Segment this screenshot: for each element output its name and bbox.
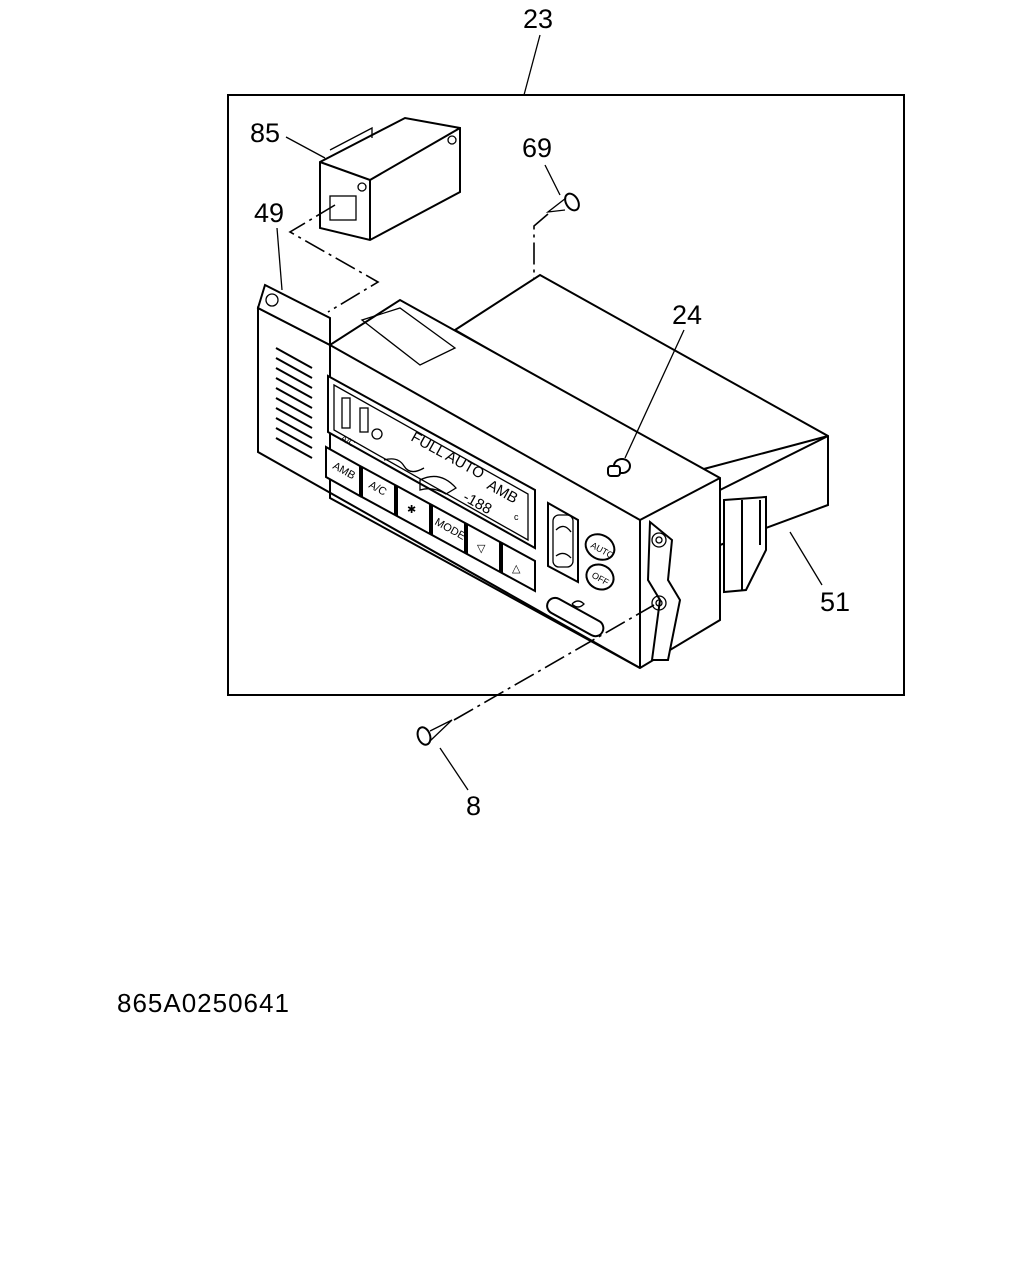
- drawing-number: 865A0250641: [117, 988, 290, 1018]
- vent-grille: [275, 347, 313, 459]
- callout-23: 23: [523, 4, 553, 34]
- screw-8-axis: [453, 604, 655, 721]
- defrost-icon: [571, 600, 585, 608]
- airflow-icon: [383, 458, 425, 473]
- callout-69: 69: [522, 133, 552, 163]
- svg-text:▽: ▽: [477, 543, 486, 555]
- callout-85: 85: [250, 118, 280, 148]
- harness-leader: [276, 227, 283, 291]
- assembly-frame: [227, 94, 905, 696]
- recirculation-switch[interactable]: [547, 501, 579, 584]
- screw-69-axis: [533, 213, 549, 290]
- temp-down-button[interactable]: ▽: [466, 522, 501, 574]
- mounting-bracket: [646, 519, 682, 661]
- recirc-icon: [555, 525, 572, 533]
- harness-wire: [288, 204, 380, 313]
- indicator-bulb: [607, 458, 631, 477]
- ac-button[interactable]: A/C: [361, 465, 396, 517]
- fan-icon: [371, 428, 383, 440]
- screw-8-leader: [439, 747, 469, 791]
- button-row: AMB A/C ✱ MODE ▽ △: [325, 445, 536, 593]
- amb-button[interactable]: AMB: [325, 445, 361, 498]
- callout-24: 24: [672, 300, 702, 330]
- fan-button[interactable]: ✱: [396, 484, 431, 536]
- screw-69: [545, 192, 580, 213]
- seat-person-icon: [419, 475, 458, 495]
- assembly-leader: [523, 34, 541, 96]
- sensor-module: [319, 116, 461, 242]
- fresh-air-icon: [555, 552, 572, 559]
- screw-69-leader: [544, 164, 561, 196]
- auto-button[interactable]: AUTO: [581, 529, 619, 565]
- off-button[interactable]: OFF: [582, 560, 618, 595]
- svg-text:△: △: [512, 563, 521, 575]
- fan-button-icon: ✱: [407, 504, 416, 516]
- bulb-leader: [624, 329, 685, 459]
- lcd-unit: c: [514, 512, 519, 522]
- screw-8: [416, 719, 453, 746]
- connector-leader: [789, 531, 823, 586]
- callout-8: 8: [466, 791, 481, 821]
- sensor-leader: [285, 136, 326, 159]
- callout-51: 51: [820, 587, 850, 617]
- defrost-button[interactable]: [544, 595, 606, 639]
- temp-up-button[interactable]: △: [501, 541, 536, 593]
- rear-connector: [723, 495, 767, 594]
- mode-button[interactable]: MODE: [431, 503, 467, 555]
- callout-49: 49: [254, 198, 284, 228]
- right-controls: AUTO OFF: [544, 501, 619, 639]
